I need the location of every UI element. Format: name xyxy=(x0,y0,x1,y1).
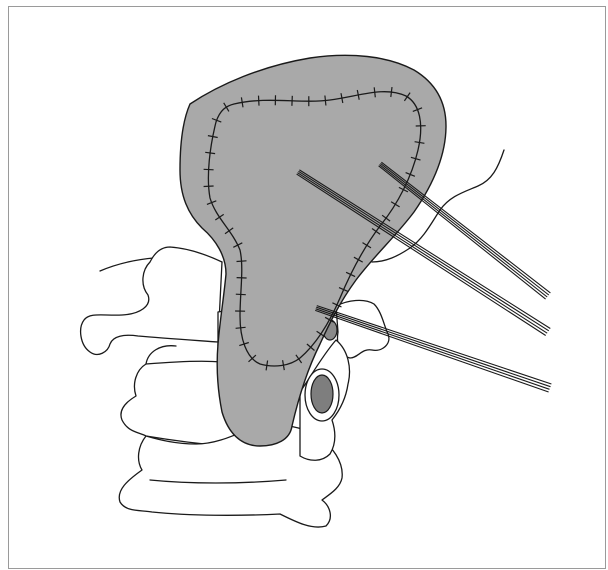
suture-tick xyxy=(237,261,247,262)
suture-tick xyxy=(259,96,260,106)
suture-tick xyxy=(204,186,214,187)
vertebral-foramen xyxy=(311,375,333,413)
suture-tick xyxy=(236,294,246,295)
suture-tick xyxy=(204,169,214,170)
